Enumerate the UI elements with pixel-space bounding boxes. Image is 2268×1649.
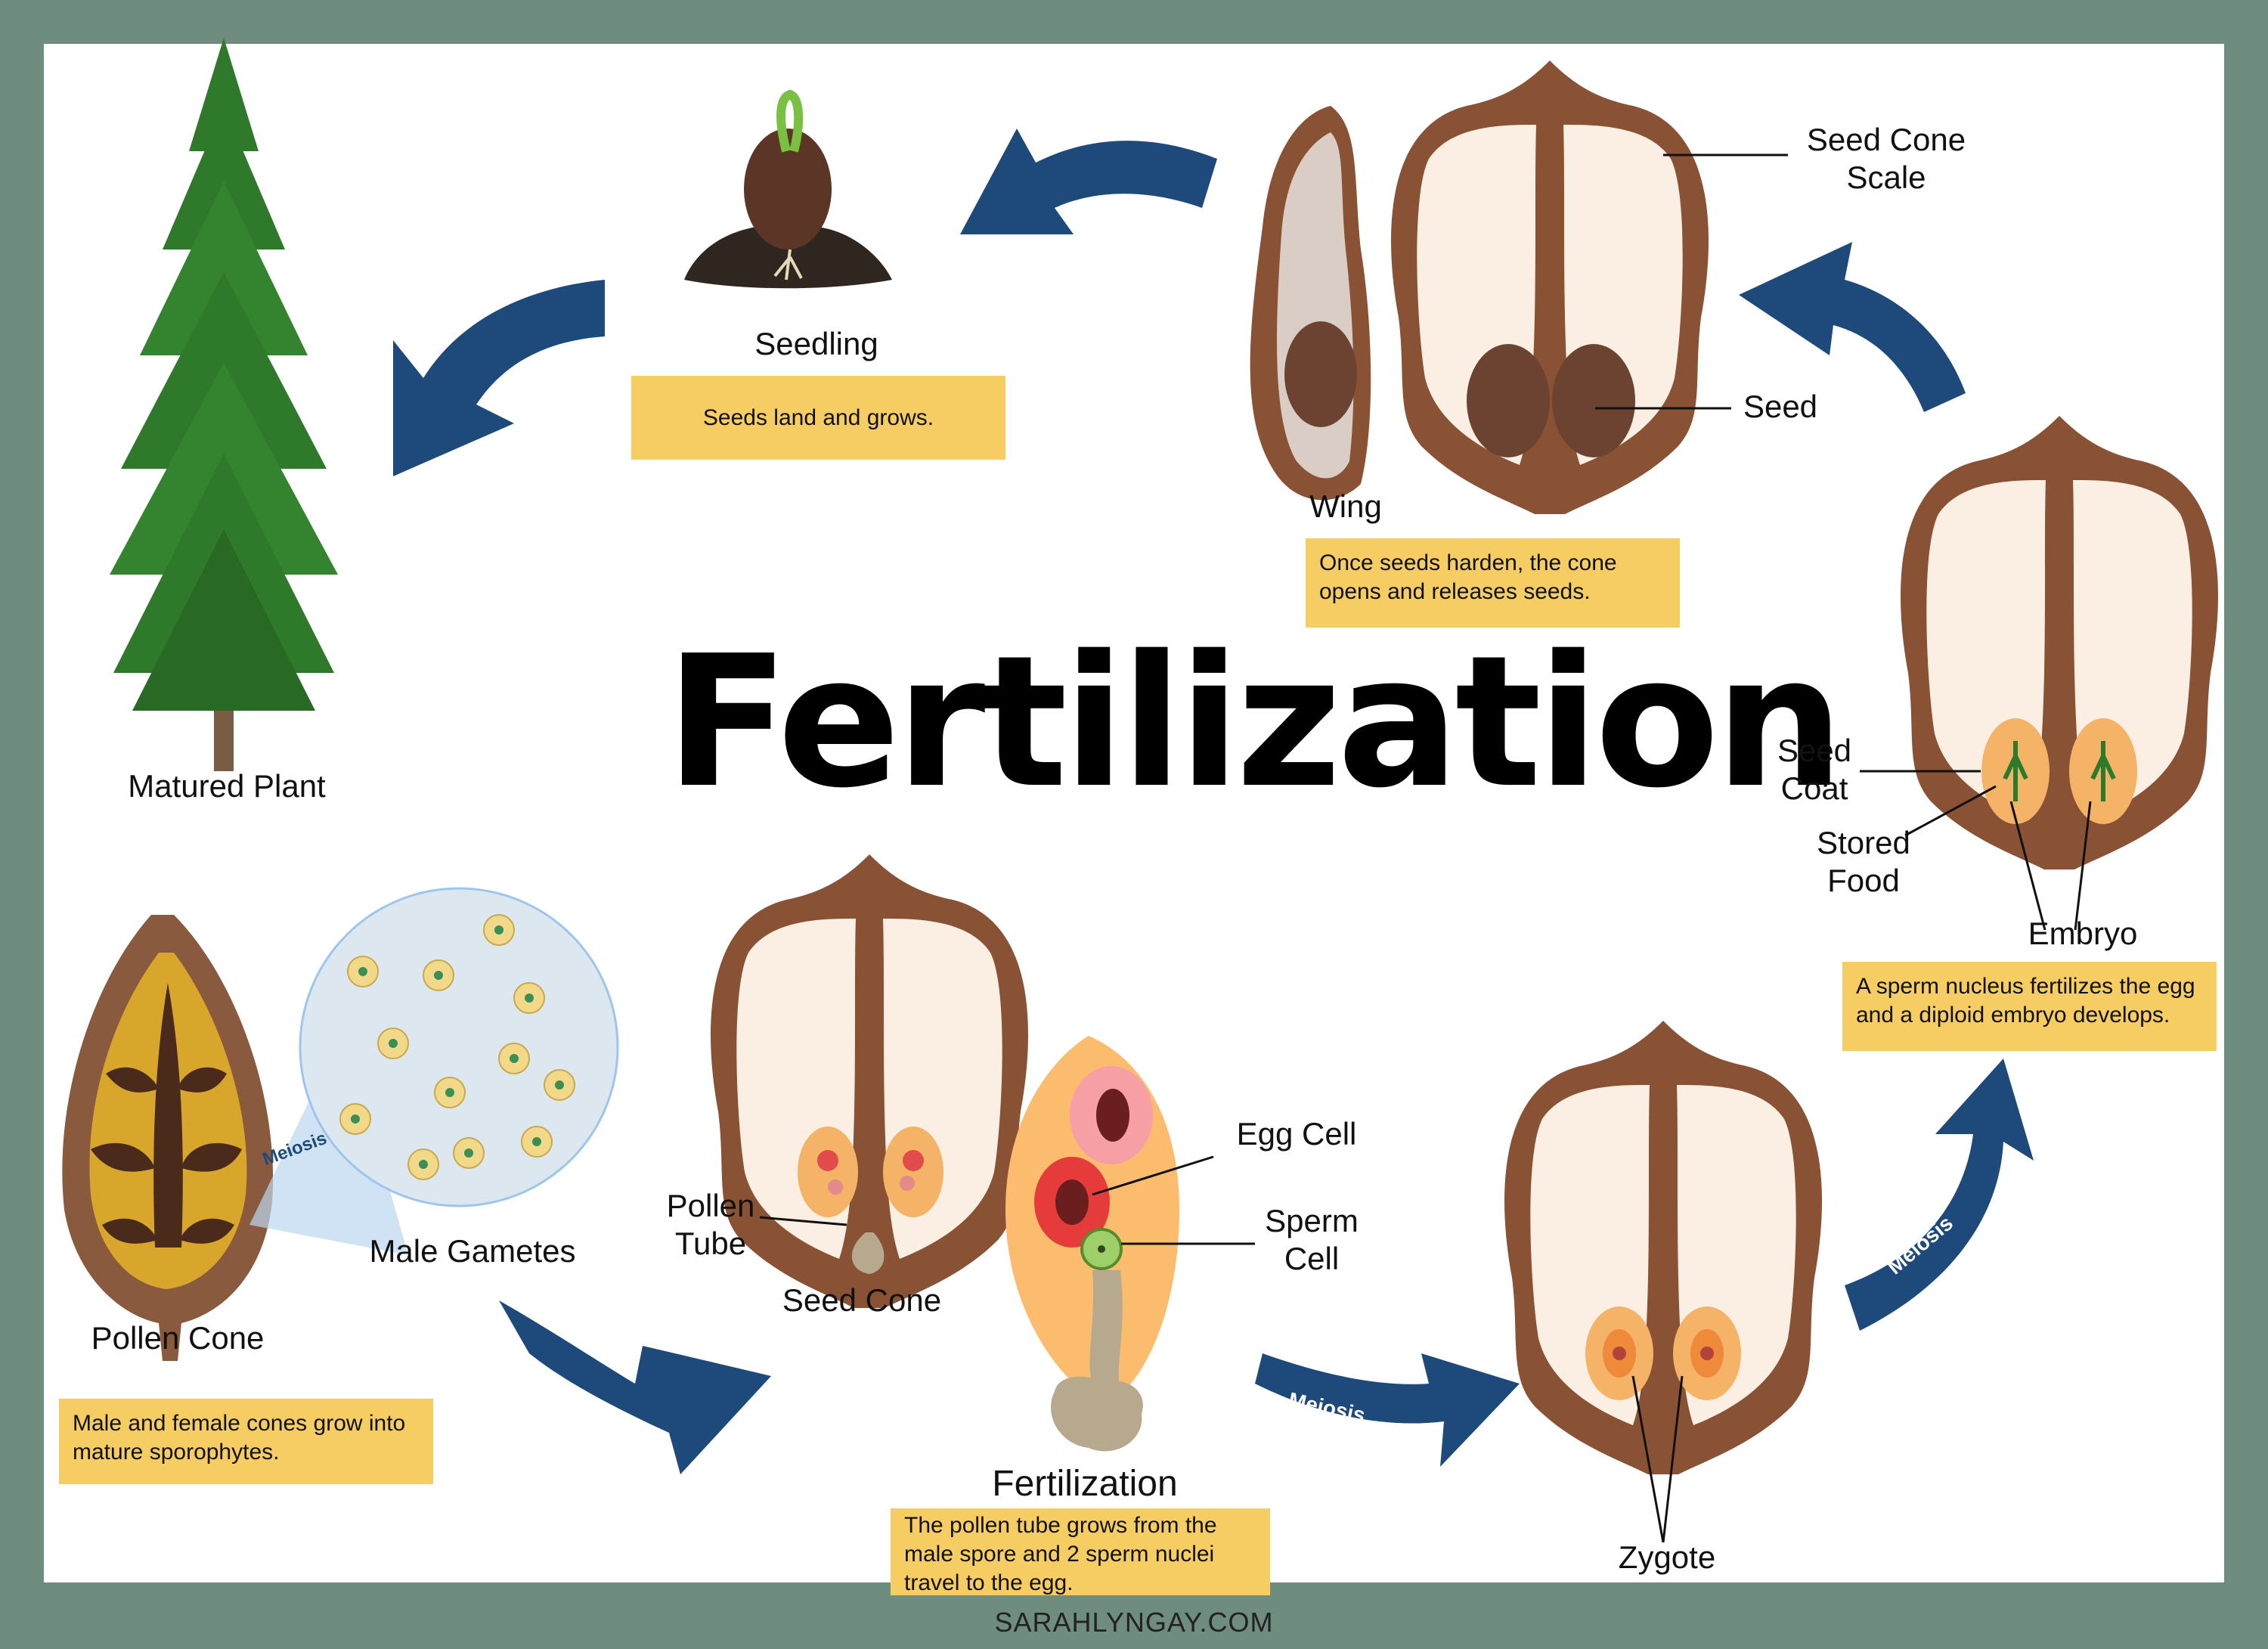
zygote-scale-icon <box>1504 1021 1822 1474</box>
seed-cone-scale-icon <box>1391 60 1709 514</box>
caption-cones: Male and female cones grow into mature s… <box>59 1399 433 1484</box>
label-seed-coat: Seed Coat <box>1777 733 1852 806</box>
embryo-scale-icon <box>1901 416 2218 869</box>
arrow-to-seedling <box>960 129 1217 234</box>
arrow-to-tree <box>393 280 605 476</box>
label-seed-cone: Seed Cone <box>782 1282 942 1318</box>
label-wing: Wing <box>1309 488 1382 524</box>
label-seed-cone-scale: Seed Cone Scale <box>1806 122 1966 195</box>
label-zygote: Zygote <box>1618 1539 1716 1575</box>
leader-line-zygote-left <box>1631 1375 1665 1543</box>
pollen-cone-icon <box>62 915 274 1361</box>
label-seed: Seed <box>1743 389 1818 424</box>
matured-plant-tree-icon <box>110 38 338 771</box>
label-matured-plant: Matured Plant <box>128 768 326 804</box>
male-gametes-lens-icon <box>249 887 619 1255</box>
label-stored-food: Stored Food <box>1817 825 1910 898</box>
seedling-icon <box>684 89 892 289</box>
arrow-to-embryo <box>1845 1059 2034 1331</box>
leader-line-embryo-right <box>2074 801 2092 931</box>
leader-line-egg-cell <box>1092 1155 1214 1196</box>
arrow-to-seed-cone <box>499 1300 771 1474</box>
leader-line-stored-food <box>1904 785 1997 837</box>
fertilization-ovule-icon <box>1005 1036 1179 1452</box>
label-sperm-cell: Sperm Cell <box>1265 1203 1359 1276</box>
leader-line-embryo-left <box>2009 801 2046 931</box>
leader-line-zygote-right <box>1662 1375 1684 1543</box>
label-male-gametes: Male Gametes <box>369 1233 576 1269</box>
wing-icon <box>1250 106 1371 501</box>
diagram-title: Fertilization <box>665 616 1844 828</box>
caption-fertilization: The pollen tube grows from the male spor… <box>891 1508 1270 1595</box>
label-pollen-tube: Pollen Tube <box>666 1188 755 1261</box>
label-seedling: Seedling <box>754 326 878 361</box>
site-credit[interactable]: SARAHLYNGAY.COM <box>994 1607 1274 1638</box>
label-pollen-cone: Pollen Cone <box>91 1320 265 1356</box>
label-embryo: Embryo <box>2028 916 2138 951</box>
arrow-to-zygote <box>1255 1353 1520 1467</box>
cycle-arrows <box>393 129 2034 1474</box>
caption-seedling: Seeds land and grows. <box>631 376 1005 460</box>
label-fertilization: Fertilization <box>992 1464 1178 1504</box>
leader-line-pollen-tube <box>759 1216 847 1226</box>
caption-seed-release: Once seeds harden, the cone opens and re… <box>1306 538 1680 628</box>
caption-embryo: A sperm nucleus fertilizes the egg and a… <box>1842 962 2217 1051</box>
label-egg-cell: Egg Cell <box>1236 1116 1357 1152</box>
arrow-to-seed-release <box>1739 242 1966 412</box>
seed-cone-icon <box>711 854 1028 1308</box>
